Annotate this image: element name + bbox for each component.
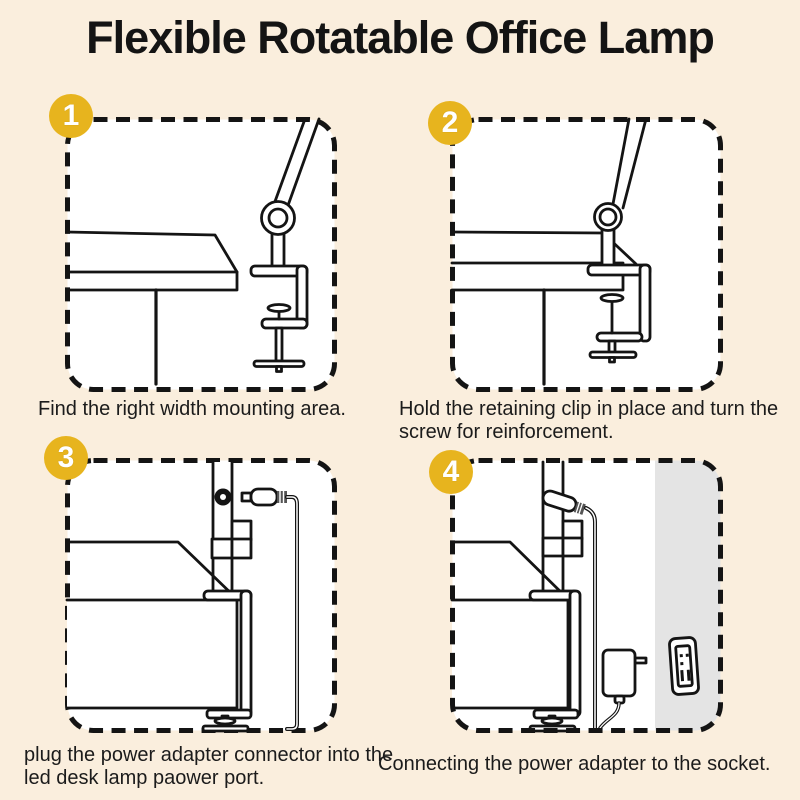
lamp-pole-drawing (210, 460, 253, 594)
step-1-badge: 1 (49, 94, 93, 138)
wall-socket-drawing (668, 636, 700, 696)
step-2-badge: 2 (428, 101, 472, 145)
step-4-caption: Connecting the power adapter to the sock… (378, 753, 771, 775)
power-cable-drawing (584, 506, 597, 731)
step-3-badge: 3 (44, 436, 88, 480)
clamp-pad (213, 716, 237, 726)
step-4-dashed-border (450, 458, 723, 733)
clamp-pad (599, 293, 625, 303)
rotating-joint (593, 202, 623, 232)
step-4-illustration (450, 458, 723, 733)
clamp-screw (274, 326, 284, 363)
step-4-badge: 4 (429, 450, 473, 494)
rotating-joint (260, 200, 296, 236)
step-4-number: 4 (442, 455, 460, 488)
power-adapter-drawing (598, 648, 648, 730)
lamp-arm-drawing (593, 117, 648, 269)
clamp-pad (266, 303, 292, 313)
desk-slab-drawing (65, 540, 239, 710)
step-1-illustration (65, 117, 337, 392)
step-2-illustration (450, 117, 723, 392)
dc-plug-drawing (240, 487, 287, 507)
step-3-number: 3 (57, 441, 75, 474)
step-2-number: 2 (441, 106, 459, 139)
clamp-pad (540, 716, 564, 726)
step-2-dashed-border (450, 117, 723, 392)
clamp-drawing (528, 589, 582, 733)
desk-drawing (65, 230, 239, 386)
step-1-dashed-border (65, 117, 337, 392)
dc-plug-connected-drawing (541, 489, 586, 515)
clamp-base (201, 724, 250, 733)
desk-slab-drawing (450, 540, 570, 710)
step-2-caption: Hold the retaining clip in place and tur… (399, 398, 779, 443)
lamp-arm-drawing (260, 117, 321, 269)
step-1-number: 1 (62, 99, 80, 132)
clamp-drawing (586, 263, 652, 364)
page-title: Flexible Rotatable Office Lamp (86, 12, 715, 63)
adapter-prong (633, 656, 648, 665)
step-1-caption: Find the right width mounting area. (38, 398, 346, 420)
clamp-drawing (249, 264, 309, 373)
power-cable-drawing (285, 495, 299, 731)
clamp-drawing (201, 589, 253, 733)
step-3-illustration (65, 458, 337, 733)
step-3-caption: plug the power adapter connector into th… (24, 744, 394, 789)
